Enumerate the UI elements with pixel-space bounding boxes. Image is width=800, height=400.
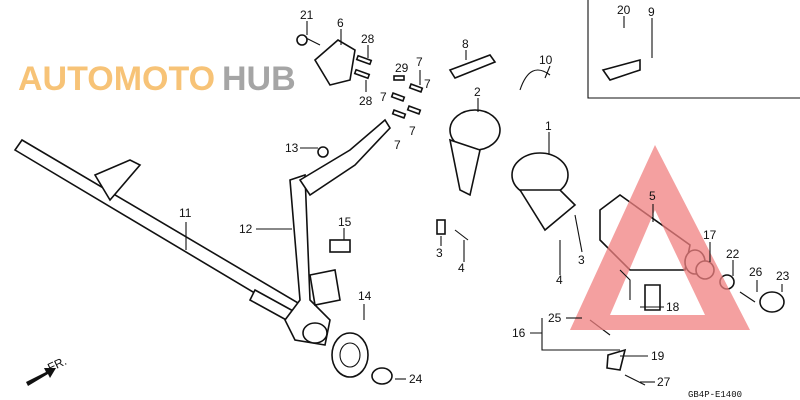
callout-label: 13 xyxy=(285,141,299,155)
callout-label: 20 xyxy=(617,3,631,17)
inset-frame xyxy=(587,0,800,99)
callout-label: 28 xyxy=(359,94,373,108)
callout-label: 16 xyxy=(512,326,526,340)
leader-lines xyxy=(185,16,783,383)
callout-label: 10 xyxy=(539,53,553,67)
watermark-text-left: AUTOMOTO xyxy=(18,60,215,98)
callout-label: 11 xyxy=(179,206,192,220)
callout-labels: 21 6 28 28 29 7 7 7 7 7 8 10 20 9 2 1 13… xyxy=(179,3,790,389)
callout-label: 7 xyxy=(380,90,387,104)
callout-label: 1 xyxy=(545,119,552,133)
callout-label: 7 xyxy=(424,77,431,91)
callout-label: 4 xyxy=(556,273,563,287)
callout-label: 14 xyxy=(358,289,372,303)
front-direction-arrow-icon xyxy=(26,368,56,386)
callout-label: 12 xyxy=(239,222,253,236)
callout-label: 5 xyxy=(649,189,656,203)
callout-label: 9 xyxy=(648,5,655,19)
part-spring-and-collar xyxy=(331,332,393,385)
callout-label: 18 xyxy=(666,300,680,314)
callout-label: 4 xyxy=(458,261,465,275)
watermark-text-right: HUB xyxy=(222,60,296,98)
callout-label: 28 xyxy=(361,32,375,46)
callout-label: 3 xyxy=(578,253,585,267)
callout-label: 2 xyxy=(474,85,481,99)
callout-label: 7 xyxy=(409,124,416,138)
callout-label: 22 xyxy=(726,247,740,261)
callout-label: 26 xyxy=(749,265,763,279)
callout-label: 19 xyxy=(651,349,665,363)
callout-label: 23 xyxy=(776,269,790,283)
callout-label: 3 xyxy=(436,246,443,260)
callout-label: 21 xyxy=(300,8,314,22)
callout-label: 24 xyxy=(409,372,423,386)
diagram-code: GB4P-E1400 xyxy=(688,390,742,400)
part-small-components xyxy=(296,34,641,253)
callout-label: 8 xyxy=(462,37,469,51)
callout-label: 17 xyxy=(703,228,717,242)
callout-label: 27 xyxy=(657,375,671,389)
direction-label: FR. xyxy=(45,354,68,375)
watermark-logo: AUTOMOTO HUB xyxy=(18,60,750,330)
callout-label: 25 xyxy=(548,311,562,325)
callout-label: 7 xyxy=(416,55,423,69)
callout-label: 29 xyxy=(395,61,409,75)
callout-label: 6 xyxy=(337,16,344,30)
callout-label: 15 xyxy=(338,215,352,229)
part-shift-shaft xyxy=(13,138,312,324)
part-shift-arm xyxy=(284,118,392,346)
callout-label: 7 xyxy=(394,138,401,152)
part-shift-forks xyxy=(448,109,577,232)
